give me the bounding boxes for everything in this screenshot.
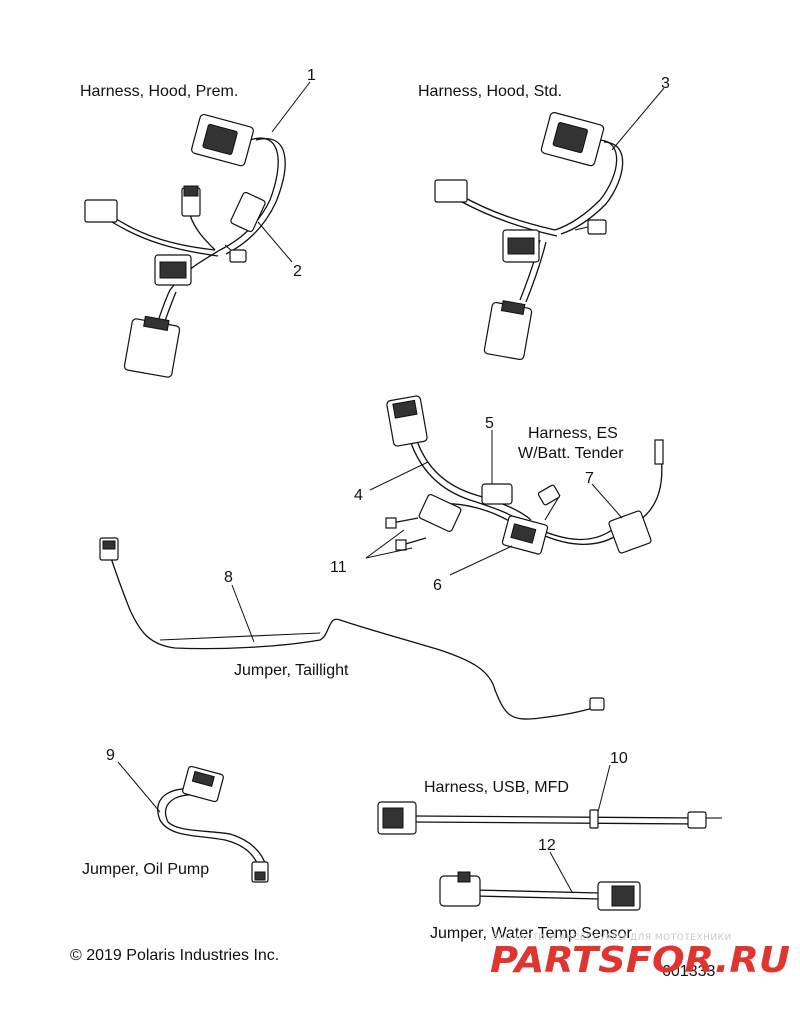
jumper-oil-pump-drawing (157, 765, 269, 883)
harness-hood-std-drawing (434, 112, 624, 361)
jumper-taillight-drawing (99, 537, 605, 720)
watermark-logo: PARTSFOR.RU (490, 940, 790, 981)
label-jumper-water-temp: Jumper, Water Temp Sensor (430, 925, 633, 942)
callout-11: 11 (330, 559, 347, 576)
callout-1: 1 (307, 67, 316, 84)
callout-3: 3 (661, 75, 670, 92)
label-jumper-taillight: Jumper, Taillight (234, 662, 349, 679)
callout-8: 8 (224, 569, 233, 586)
jumper-water-temp-drawing (439, 871, 641, 911)
watermark-tagline: ЗАПЧАСТИ И АКСЕССУАРЫ ДЛЯ МОТОТЕХНИКИ (492, 933, 732, 943)
callout-10: 10 (610, 750, 628, 767)
label-harness-es-batt: W/Batt. Tender (518, 445, 624, 462)
label-harness-hood-prem: Harness, Hood, Prem. (80, 83, 238, 100)
label-jumper-oil-pump: Jumper, Oil Pump (82, 861, 209, 878)
label-harness-hood-std: Harness, Hood, Std. (418, 83, 562, 100)
label-harness-es: Harness, ES (528, 425, 618, 442)
callout-12: 12 (538, 837, 556, 854)
callout-5: 5 (485, 415, 494, 432)
callout-6: 6 (433, 577, 442, 594)
copyright-text: © 2019 Polaris Industries Inc. (70, 947, 279, 964)
label-harness-usb-mfd: Harness, USB, MFD (424, 779, 569, 796)
figure-number: 601333 (662, 963, 715, 980)
harness-es-drawing (385, 395, 664, 555)
callout-7: 7 (585, 470, 594, 487)
leader-lines (117, 81, 665, 893)
harness-usb-mfd-drawing (377, 801, 722, 835)
callout-9: 9 (106, 747, 115, 764)
callout-2: 2 (293, 263, 302, 280)
harness-hood-prem-drawing (84, 113, 286, 378)
callout-4: 4 (354, 487, 363, 504)
